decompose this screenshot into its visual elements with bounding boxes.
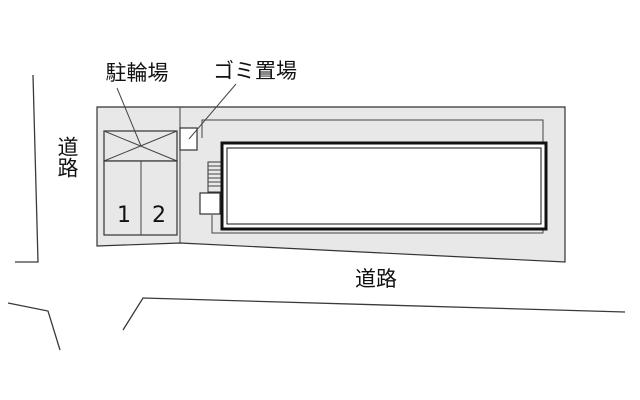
road-bottom-edge (7, 302, 61, 351)
road-right-edge (122, 297, 626, 331)
road-left-edge (15, 74, 39, 263)
parking-slots: 1 2 (103, 160, 178, 236)
parking-slot-2-label: 2 (152, 203, 166, 228)
building-inner (226, 147, 542, 225)
stairs (207, 161, 223, 193)
parking-slot-1-label: 1 (117, 203, 131, 228)
garbage-area-leader (188, 83, 237, 140)
bicycle-parking-leader (116, 87, 142, 147)
garbage-area-label: ゴミ置場 (213, 59, 297, 83)
garbage-area-box (179, 127, 198, 151)
entrance-box (199, 192, 221, 215)
building-outer (220, 141, 548, 231)
bicycle-parking (103, 130, 178, 162)
building (220, 141, 548, 231)
road-edges (7, 74, 626, 351)
road-bottom-label: 道路 (355, 267, 397, 291)
bicycle-parking-label: 駐輪場 (106, 61, 169, 85)
road-left-label: 道路 (55, 136, 79, 178)
